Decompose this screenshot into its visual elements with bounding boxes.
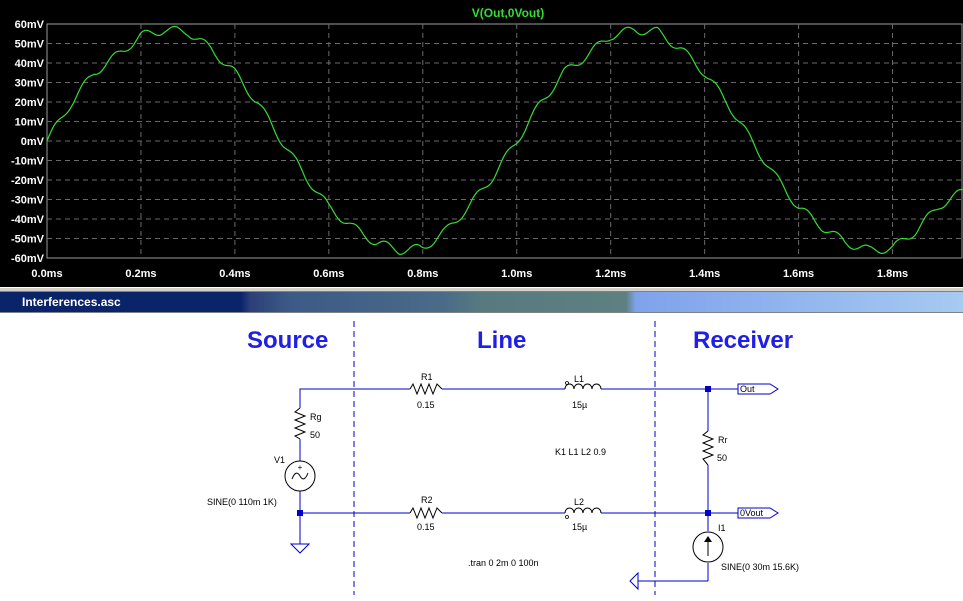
y-tick-label: -20mV bbox=[11, 175, 45, 187]
l1-name[interactable]: L1 bbox=[574, 374, 585, 384]
schematic-canvas[interactable]: + bbox=[0, 313, 963, 601]
y-tick-label: 40mV bbox=[15, 58, 45, 70]
resistor-r1[interactable] bbox=[409, 382, 443, 396]
inductor-l1[interactable] bbox=[564, 383, 602, 390]
inductor-l2[interactable] bbox=[564, 507, 602, 514]
y-tick-label: 10mV bbox=[15, 117, 45, 129]
y-tick-label: 30mV bbox=[15, 78, 45, 90]
y-tick-label: -10mV bbox=[11, 156, 45, 168]
y-tick-label: 0mV bbox=[21, 136, 45, 148]
resistor-r2[interactable] bbox=[409, 506, 443, 520]
r2-name[interactable]: R2 bbox=[421, 495, 433, 505]
net-label-vout-flag[interactable] bbox=[737, 507, 779, 519]
r2-value[interactable]: 0.15 bbox=[417, 522, 435, 532]
svg-text:+: + bbox=[298, 463, 303, 472]
r1-value[interactable]: 0.15 bbox=[417, 400, 435, 410]
schematic-window-titlebar[interactable]: Interferences.asc bbox=[0, 292, 963, 312]
plot-grid bbox=[46, 23, 963, 259]
waveform-plot-pane[interactable]: 60mV 50mV 40mV 30mV 20mV 10mV 0mV -10mV -20mV -30… bbox=[0, 0, 963, 287]
x-tick-label: 1.0ms bbox=[501, 268, 532, 280]
x-tick-label: 1.8ms bbox=[877, 268, 908, 280]
r1-name[interactable]: R1 bbox=[421, 372, 433, 382]
section-label-receiver: Receiver bbox=[693, 327, 794, 354]
l2-name[interactable]: L2 bbox=[574, 497, 585, 507]
resistor-rg[interactable] bbox=[293, 407, 307, 440]
x-tick-label: 1.4ms bbox=[689, 268, 720, 280]
plot-tick-labels: 60mV 50mV 40mV 30mV 20mV 10mV 0mV -10mV -20mV -30… bbox=[11, 19, 908, 280]
v1-value[interactable]: SINE(0 110m 1K) bbox=[207, 497, 277, 507]
i1-name[interactable]: I1 bbox=[718, 523, 726, 533]
y-tick-label: 20mV bbox=[15, 97, 45, 109]
ground-symbol-receiver[interactable] bbox=[629, 571, 639, 591]
inductor-l2-dot bbox=[565, 515, 569, 519]
x-tick-label: 0.0ms bbox=[31, 268, 62, 280]
x-tick-label: 0.4ms bbox=[219, 268, 250, 280]
wire-top[interactable] bbox=[299, 388, 738, 431]
y-tick-label: 50mV bbox=[15, 39, 45, 51]
inductor-l1-dot bbox=[565, 381, 569, 385]
tran-directive[interactable]: .tran 0 2m 0 100n bbox=[468, 558, 539, 568]
y-tick-label: -30mV bbox=[11, 195, 45, 207]
x-tick-label: 1.6ms bbox=[783, 268, 814, 280]
schematic-window-title: Interferences.asc bbox=[22, 295, 121, 309]
x-tick-label: 0.8ms bbox=[407, 268, 438, 280]
y-tick-label: -40mV bbox=[11, 214, 45, 226]
section-label-source: Source bbox=[247, 327, 329, 354]
i1-value[interactable]: SINE(0 30m 15.6K) bbox=[721, 562, 800, 572]
current-source-i1[interactable] bbox=[692, 531, 724, 563]
rr-value[interactable]: 50 bbox=[717, 453, 728, 463]
voltage-source-v1[interactable]: + bbox=[284, 460, 316, 492]
junction-out bbox=[705, 386, 711, 392]
v1-name[interactable]: V1 bbox=[274, 455, 286, 465]
junction-source bbox=[297, 510, 303, 516]
net-label-out-flag[interactable] bbox=[737, 383, 779, 395]
coupling-directive[interactable]: K1 L1 L2 0.9 bbox=[555, 447, 607, 457]
section-label-line: Line bbox=[477, 327, 527, 354]
pane-splitter[interactable] bbox=[0, 287, 963, 292]
waveform-plot[interactable]: 60mV 50mV 40mV 30mV 20mV 10mV 0mV -10mV -20mV -30… bbox=[0, 0, 963, 287]
junction-vout bbox=[705, 510, 711, 516]
schematic-editor[interactable]: + Source Line Receiver R1 0.15 L1 15µ R2… bbox=[0, 312, 963, 600]
x-tick-label: 0.2ms bbox=[125, 268, 156, 280]
net-label-out[interactable]: Out bbox=[740, 384, 755, 394]
y-tick-label: -50mV bbox=[11, 234, 45, 246]
trace-label[interactable]: V(Out,0Vout) bbox=[472, 6, 544, 20]
y-tick-label: 60mV bbox=[15, 19, 45, 31]
resistor-rr[interactable] bbox=[701, 430, 715, 466]
rr-name[interactable]: Rr bbox=[718, 435, 728, 445]
wire-bottom[interactable] bbox=[300, 465, 738, 582]
rg-value[interactable]: 50 bbox=[310, 430, 321, 440]
l2-value[interactable]: 15µ bbox=[572, 522, 588, 532]
rg-name[interactable]: Rg bbox=[310, 412, 322, 422]
l1-value[interactable]: 15µ bbox=[572, 400, 588, 410]
x-tick-label: 0.6ms bbox=[313, 268, 344, 280]
ground-symbol-source[interactable] bbox=[289, 543, 311, 554]
trace-line bbox=[46, 25, 963, 256]
y-tick-label: -60mV bbox=[11, 253, 45, 265]
net-label-vout[interactable]: 0Vout bbox=[740, 508, 764, 518]
x-tick-label: 1.2ms bbox=[595, 268, 626, 280]
